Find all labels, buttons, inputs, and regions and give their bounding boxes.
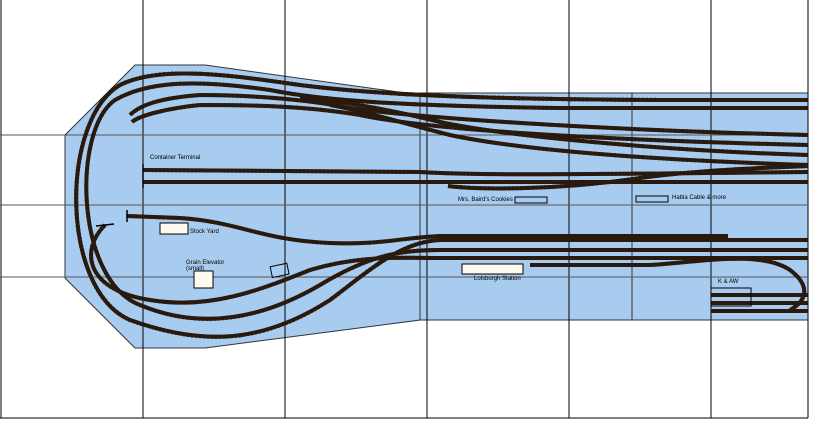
label-station: Lolsburgh Station (474, 276, 521, 282)
small-structure (269, 262, 290, 279)
benchwork-module (419, 92, 633, 321)
label-cable: Habla Cable & more (672, 195, 727, 201)
kaw-building (710, 287, 752, 307)
stock-yard-building (159, 222, 189, 235)
label-kaw: K & AW (718, 279, 739, 285)
label-grain-elevator-note: (small) (186, 266, 204, 272)
grain-elevator-building (193, 270, 214, 289)
station-building (461, 263, 524, 275)
cookies-building (514, 196, 548, 204)
cable-building (635, 195, 669, 203)
label-grain-elevator: Grain Elevator (186, 260, 225, 266)
label-container-terminal: Container Terminal (150, 155, 201, 161)
grid (0, 0, 809, 419)
label-stock-yard: Stock Yard (190, 229, 219, 235)
bumpers (95, 164, 144, 227)
label-cookies: Mrs. Baird's Cookies (458, 197, 513, 203)
